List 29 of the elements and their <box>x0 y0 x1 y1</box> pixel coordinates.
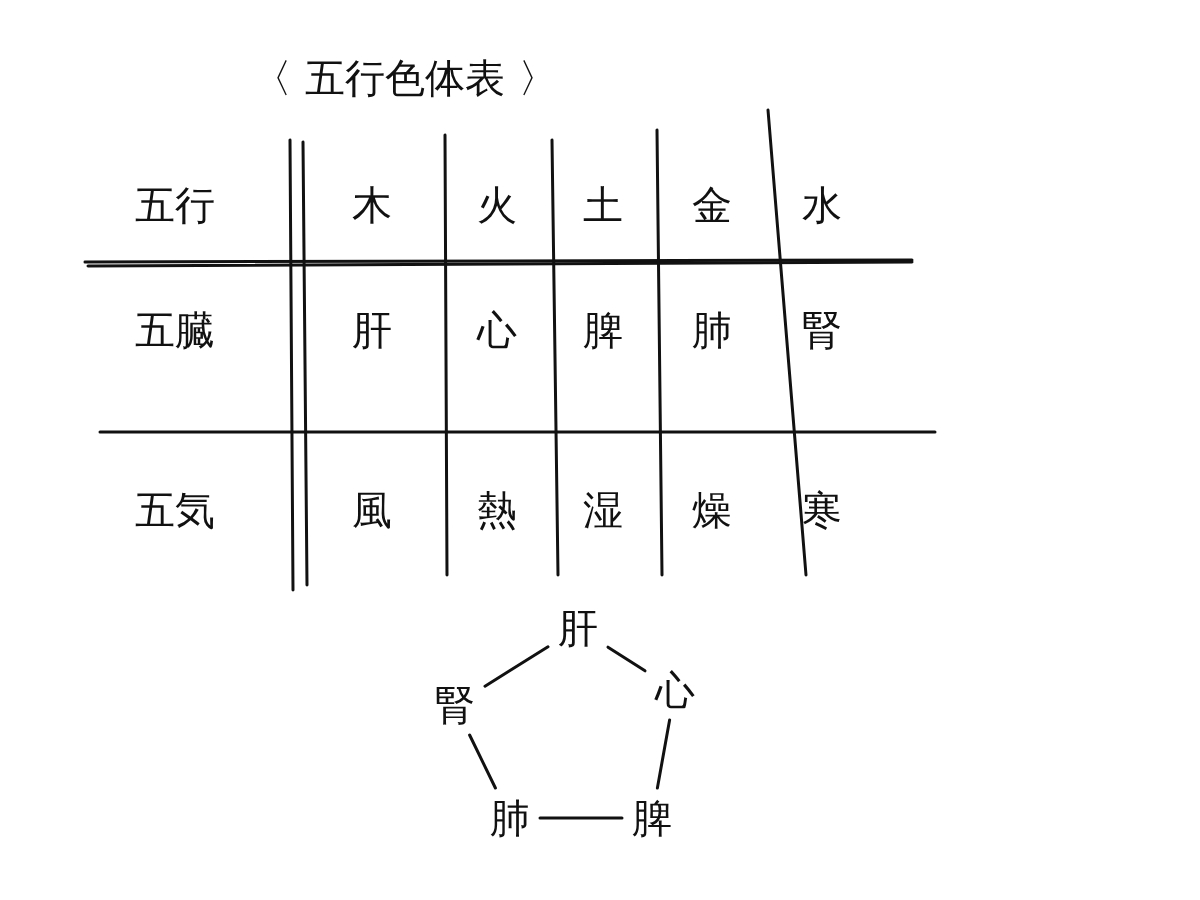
table-cell-text: 湿 <box>583 490 623 530</box>
table-cell-text: 火 <box>477 185 517 225</box>
table-cell-text: 腎 <box>802 310 842 350</box>
organ-label: 肝 <box>556 606 600 650</box>
table-cell-text: 燥 <box>692 490 732 530</box>
table-cell-text: 熱 <box>477 490 517 530</box>
row-header: 五気 <box>135 490 215 530</box>
connector-line <box>483 645 550 688</box>
table-cell-text: 風 <box>352 490 392 530</box>
table-cell-text: 脾 <box>583 310 623 350</box>
connector-line <box>468 733 497 790</box>
table-cell-text: 木 <box>352 185 392 225</box>
table-cell-text: 寒 <box>802 490 842 530</box>
row-header: 五行 <box>135 185 215 225</box>
organ-label: 腎 <box>433 683 477 727</box>
table-cell-text: 土 <box>583 185 623 225</box>
connector-line <box>538 816 624 820</box>
organ-label: 脾 <box>630 796 674 840</box>
row-header: 五臓 <box>135 310 215 350</box>
table-title: 〈 五行色体表 〉 <box>252 58 558 98</box>
organ-label: 心 <box>653 668 697 712</box>
table-cell-text: 水 <box>802 185 842 225</box>
table-cell-text: 肝 <box>352 310 392 350</box>
connector-line <box>655 718 672 790</box>
organ-label: 肺 <box>488 796 532 840</box>
table-cell-text: 心 <box>477 310 517 350</box>
connector-line <box>606 645 647 673</box>
table-cell-text: 金 <box>692 185 732 225</box>
table-cell-text: 肺 <box>692 310 732 350</box>
